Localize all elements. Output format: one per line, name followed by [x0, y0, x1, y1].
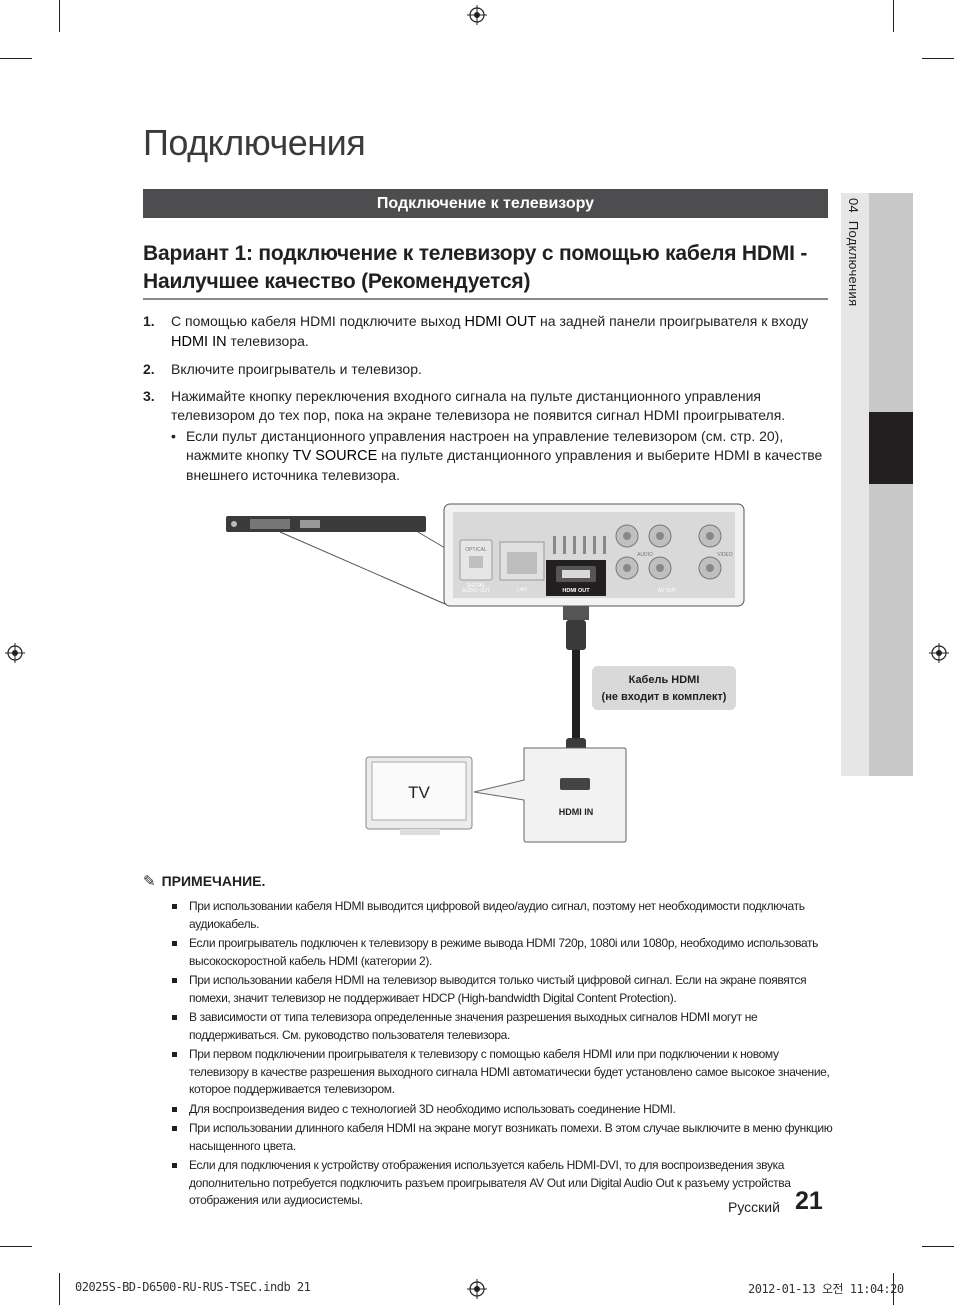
bullet-square-icon: [172, 1015, 177, 1020]
audio-label: AUDIO: [637, 552, 653, 558]
cable-label-note: (не входит в комплект): [602, 691, 727, 703]
print-slug-date: 2012-01-13 오전 11:04:20: [748, 1282, 904, 1296]
note-item: При использовании кабеля HDMI выводится …: [172, 898, 840, 933]
crop-mark: [922, 58, 954, 59]
connection-diagram: OPTICAL DIGITAL AUDIO OUT LAN HDMI OUT A…: [226, 503, 745, 843]
step-keyword: HDMI OUT: [464, 314, 537, 330]
bullet-text: Если пульт дистанционного управления нас…: [186, 428, 784, 463]
note-item: Если для подключения к устройству отобра…: [172, 1157, 840, 1210]
av-out-label: AV OUT: [658, 588, 676, 594]
bullet-square-icon: [172, 1126, 177, 1131]
step-item: 2. Включите проигрыватель и телевизор.: [143, 360, 833, 379]
tv-label: TV: [408, 783, 430, 802]
page-title: Подключения: [143, 122, 366, 163]
footer-language: Русский: [728, 1199, 780, 1215]
step-list: 1. С помощью кабеля HDMI подключите выхо…: [143, 312, 833, 493]
note-title: ПРИМЕЧАНИЕ.: [161, 873, 266, 889]
section-title: Подключение к телевизору: [143, 189, 828, 218]
step-text: Включите проигрыватель и телевизор.: [171, 361, 422, 377]
player-rear-icon: [226, 516, 426, 532]
crop-mark: [893, 0, 894, 32]
crop-mark: [0, 58, 32, 59]
pencil-icon: ✎: [143, 873, 156, 890]
step-text: С помощью кабеля HDMI подключите выход: [171, 313, 465, 329]
bullet-square-icon: [172, 1052, 177, 1057]
step-bullet: • Если пульт дистанционного управления н…: [171, 427, 833, 485]
registration-mark-icon: [5, 643, 25, 663]
sub-heading: Вариант 1: подключение к телевизору с по…: [143, 240, 828, 296]
optical-label: OPTICAL: [465, 547, 487, 553]
hdmi-in-label: HDMI IN: [559, 807, 594, 817]
rear-panel-zoom: OPTICAL DIGITAL AUDIO OUT LAN HDMI OUT A…: [443, 503, 745, 607]
bullet-square-icon: [172, 1106, 177, 1112]
print-slug-file: 02025S-BD-D6500-RU-RUS-TSEC.indb 21: [75, 1280, 311, 1294]
registration-mark-icon: [467, 5, 487, 25]
page-number: 21: [795, 1187, 823, 1215]
note-heading: ✎ ПРИМЕЧАНИЕ.: [143, 872, 265, 890]
digital-audio-out-label: DIGITAL: [466, 583, 485, 589]
step-item: 3. Нажимайте кнопку переключения входног…: [143, 387, 833, 485]
tv-icon: TV: [365, 756, 473, 835]
note-text: При использовании длинного кабеля HDMI н…: [189, 1121, 833, 1153]
hdmi-out-label: HDMI OUT: [562, 588, 590, 594]
crop-mark: [893, 1273, 894, 1305]
bullet-square-icon: [172, 941, 177, 946]
chapter-tab-label: 04 Подключения: [846, 198, 861, 306]
registration-mark-icon: [929, 643, 949, 663]
registration-mark-icon: [467, 1279, 487, 1299]
bullet-square-icon: [172, 1163, 177, 1168]
bullet-keyword: TV SOURCE: [292, 448, 378, 464]
cable-label: Кабель HDMI: [629, 674, 700, 686]
lan-label: LAN: [517, 587, 527, 593]
cable-label-box: Кабель HDMI (не входит в комплект): [592, 666, 736, 710]
sub-heading-line-2: Наилучшее качество (Рекомендуется): [143, 270, 531, 293]
bullet-square-icon: [172, 978, 177, 983]
note-text: Если проигрыватель подключен к телевизор…: [189, 936, 819, 968]
note-item: В зависимости от типа телевизора определ…: [172, 1009, 840, 1044]
crop-mark: [59, 1273, 60, 1305]
step-text: телевизора.: [226, 333, 309, 349]
sub-heading-line-1: Вариант 1: подключение к телевизору с по…: [143, 242, 808, 265]
step-number: 2.: [143, 361, 155, 377]
note-text: При первом подключении проигрывателя к т…: [189, 1047, 830, 1096]
bullet-text: на пульте дистанционного управления и вы…: [186, 447, 823, 483]
digital-audio-out-label: AUDIO OUT: [462, 588, 490, 594]
chapter-tab-strip: [841, 193, 869, 776]
chapter-tab-marker: [869, 412, 913, 484]
note-text: Если для подключения к устройству отобра…: [189, 1158, 791, 1207]
note-item: Если проигрыватель подключен к телевизор…: [172, 935, 840, 970]
crop-mark: [922, 1246, 954, 1247]
note-text: При использовании кабеля HDMI выводится …: [189, 899, 805, 931]
step-keyword: HDMI IN: [171, 334, 227, 350]
step-text: Нажимайте кнопку переключения входного с…: [171, 388, 786, 423]
note-item: Для воспроизведения видео с технологией …: [172, 1101, 840, 1119]
chapter-number: 04: [846, 198, 861, 214]
note-text: Для воспроизведения видео с технологией …: [189, 1101, 676, 1116]
note-item: При использовании длинного кабеля HDMI н…: [172, 1120, 840, 1155]
step-number: 1.: [143, 313, 155, 329]
video-label: VIDEO: [717, 552, 733, 558]
bullet-square-icon: [172, 904, 177, 909]
hdmi-in-callout: HDMI IN: [473, 747, 627, 843]
crop-mark: [0, 1246, 32, 1247]
note-item: При использовании кабеля HDMI на телевиз…: [172, 972, 840, 1007]
note-list: При использовании кабеля HDMI выводится …: [172, 898, 840, 1212]
note-text: При использовании кабеля HDMI на телевиз…: [189, 973, 807, 1005]
bullet-dot: •: [171, 428, 176, 444]
note-item: При первом подключении проигрывателя к т…: [172, 1046, 840, 1099]
step-text: на задней панели проигрывателя к входу: [536, 313, 809, 329]
step-number: 3.: [143, 388, 155, 404]
crop-mark: [59, 0, 60, 32]
divider: [143, 298, 828, 300]
note-text: В зависимости от типа телевизора определ…: [189, 1010, 758, 1042]
chapter-name: Подключения: [846, 220, 861, 307]
step-item: 1. С помощью кабеля HDMI подключите выхо…: [143, 312, 833, 352]
